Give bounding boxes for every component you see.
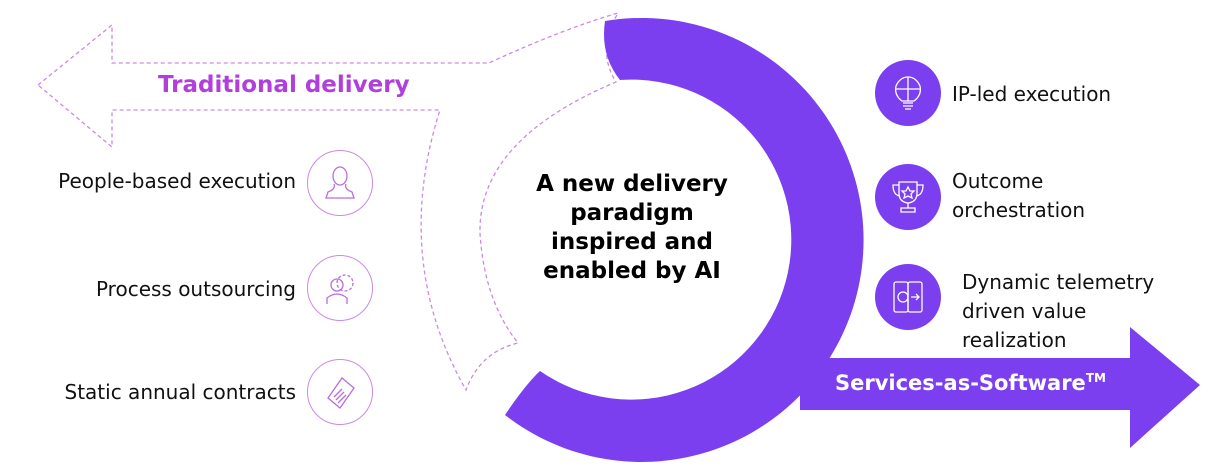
transformation-ring [505,17,864,462]
label-line: driven value [962,299,1087,323]
label-line: Outcome [952,169,1044,193]
outcome-orchestration-label: Outcome orchestration [952,167,1085,225]
label-line: realization [962,328,1067,352]
person-gear-icon [307,255,373,321]
services-as-software-title: Services-as-SoftwareTM [835,371,1106,395]
document-icon [307,359,373,425]
trophy-icon [875,164,941,230]
static-annual-contracts-label: Static annual contracts [64,380,296,404]
label-line: IP-led execution [952,82,1112,106]
process-outsourcing-label: Process outsourcing [95,277,296,301]
ip-led-execution-label: IP-led execution [952,80,1111,109]
center-line: inspired and [550,229,714,255]
services-title-text: Services-as-Software [835,371,1086,395]
trademark-mark: TM [1085,371,1106,385]
center-line: A new delivery [536,171,728,197]
traditional-delivery-dashed-arrow [36,11,620,392]
center-line: paradigm [570,200,694,226]
services-arrow-shaft [800,358,1135,410]
services-arrow-head [1130,327,1200,448]
center-line: enabled by AI [543,258,721,284]
center-statement: A new delivery paradigm inspired and ena… [482,170,782,286]
people-based-execution-label: People-based execution [58,169,296,193]
lightbulb-puzzle-icon [875,60,941,126]
label-line: Dynamic telemetry [962,270,1155,294]
traditional-delivery-title: Traditional delivery [158,72,410,98]
dynamic-telemetry-label: Dynamic telemetry driven value realizati… [962,268,1154,355]
person-icon [307,150,373,216]
phone-dollar-icon [875,264,941,330]
label-line: orchestration [952,198,1086,222]
